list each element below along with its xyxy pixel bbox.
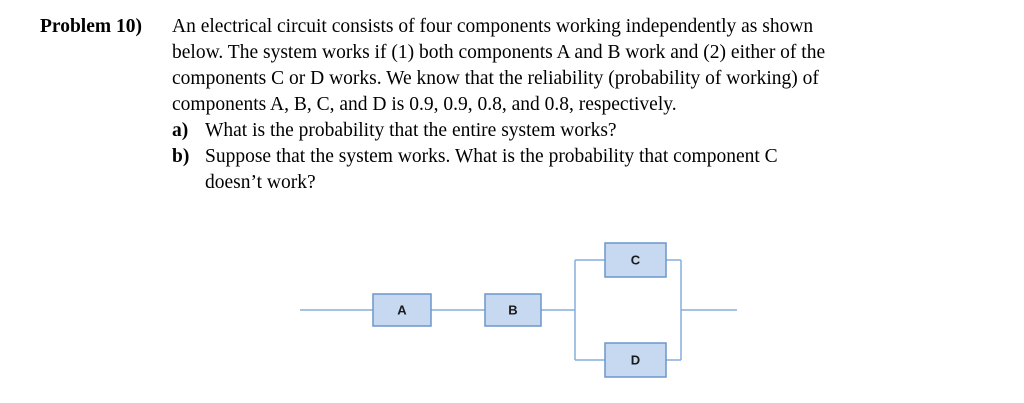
problem-statement: Problem 10) An electrical circuit consist… xyxy=(40,14,825,196)
part-b: b) Suppose that the system works. What is… xyxy=(172,144,825,196)
body-text-line-3: components C or D works. We know that th… xyxy=(172,68,819,89)
component-a-label: A xyxy=(397,303,407,318)
problem-line-1: Problem 10) An electrical circuit consist… xyxy=(40,14,825,40)
body-text-line-2: below. The system works if (1) both comp… xyxy=(172,42,826,63)
body-text-line-4: components A, B, C, and D is 0.9, 0.9, 0… xyxy=(172,94,677,115)
component-c-label: C xyxy=(631,253,641,268)
part-b-label: b) xyxy=(172,146,190,167)
part-a-label: a) xyxy=(172,120,189,141)
circuit-diagram: A B C D xyxy=(300,242,737,378)
component-d-label: D xyxy=(631,353,640,368)
part-b-text-continued: doesn’t work? xyxy=(205,172,316,193)
problem-number: Problem 10) xyxy=(40,16,142,37)
component-b-box xyxy=(484,293,542,327)
component-a-box xyxy=(372,293,432,327)
part-a: a) What is the probability that the entir… xyxy=(172,118,825,144)
part-b-text: Suppose that the system works. What is t… xyxy=(205,146,778,167)
component-d-box xyxy=(604,342,667,378)
component-b-label: B xyxy=(508,303,517,318)
body-text-line-1: An electrical circuit consists of four c… xyxy=(172,16,814,37)
component-c-box xyxy=(604,242,667,278)
part-a-text: What is the probability that the entire … xyxy=(205,120,617,141)
